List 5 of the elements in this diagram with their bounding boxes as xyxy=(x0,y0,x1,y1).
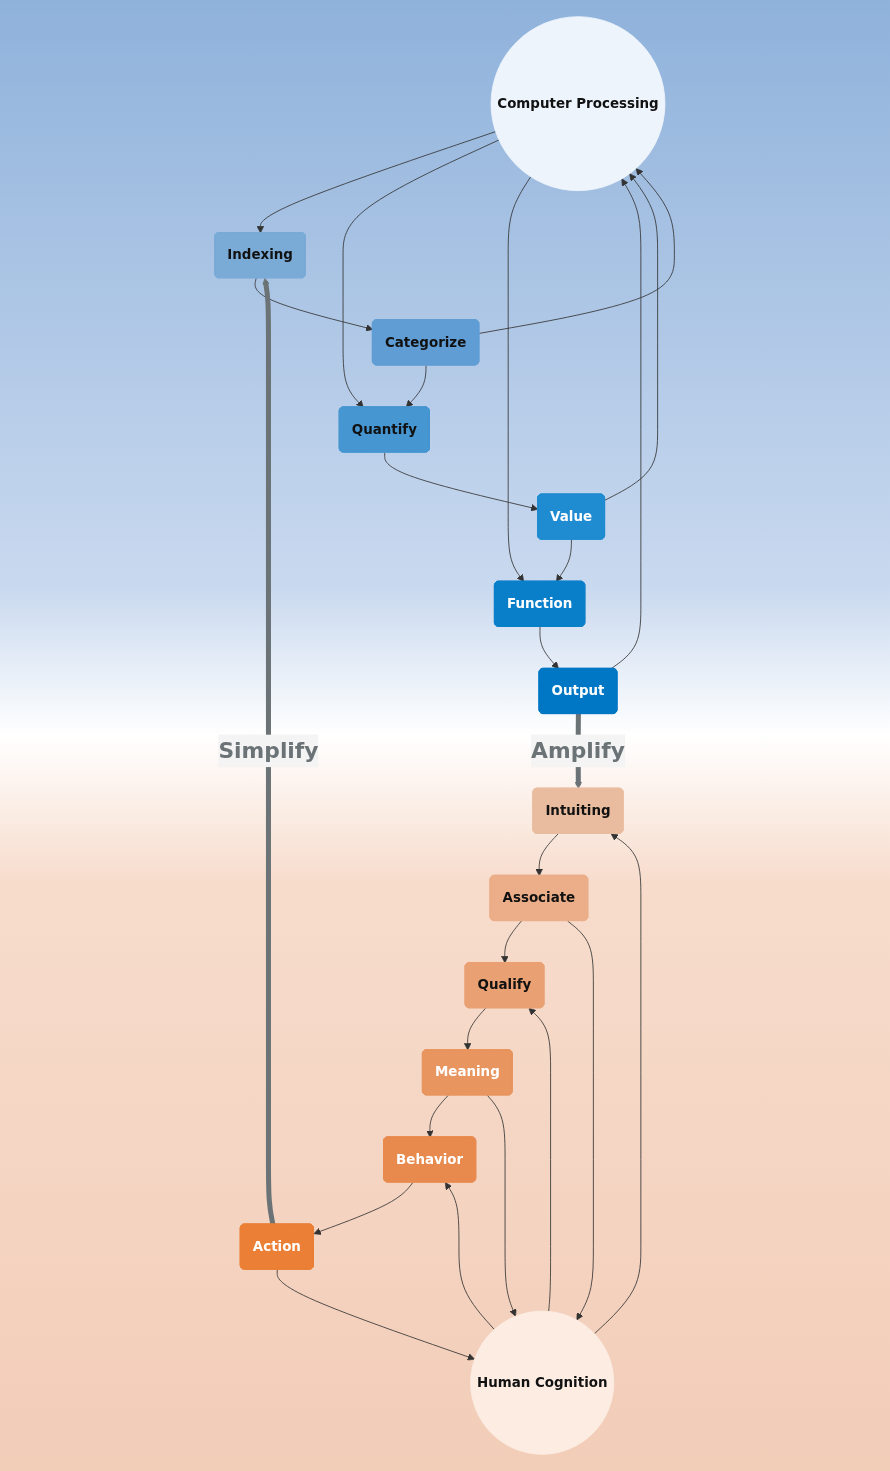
edge-label: Amplify xyxy=(531,737,626,764)
node-circle: Human Cognition xyxy=(470,1310,615,1455)
arrow xyxy=(262,277,276,1225)
edge-label: Simplify xyxy=(218,737,319,764)
node-circle: Computer Processing xyxy=(491,16,666,192)
